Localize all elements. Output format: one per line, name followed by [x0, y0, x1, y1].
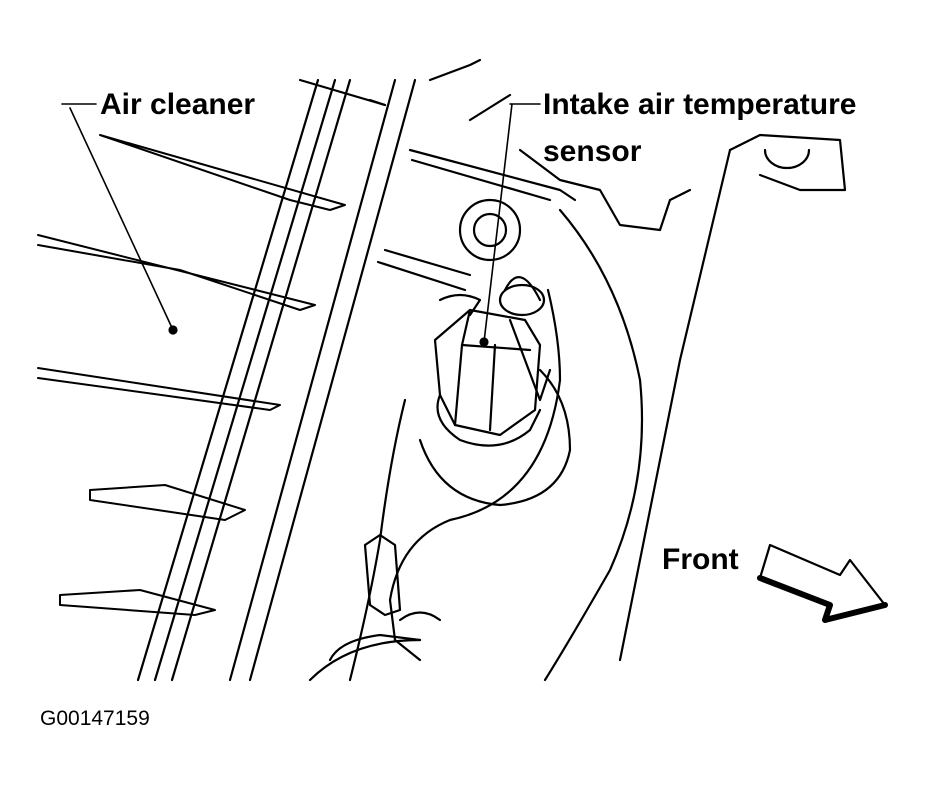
leader-dot: [168, 325, 178, 335]
sensor-label-line2: sensor: [543, 135, 642, 168]
intake-body: [308, 58, 847, 682]
leader-dot: [479, 337, 489, 347]
front-label: Front: [662, 543, 739, 576]
leader-lines: [61, 103, 541, 343]
air-cleaner-label: Air cleaner: [100, 88, 256, 121]
sensor-label-line1: Intake air temperature: [543, 88, 857, 121]
intake-air-temperature-sensor: [433, 276, 552, 447]
front-arrow-icon: [757, 543, 888, 623]
air-cleaner-frame: [136, 78, 417, 682]
air-cleaner-fins: [37, 134, 346, 616]
figure-code: G00147159: [40, 707, 150, 730]
